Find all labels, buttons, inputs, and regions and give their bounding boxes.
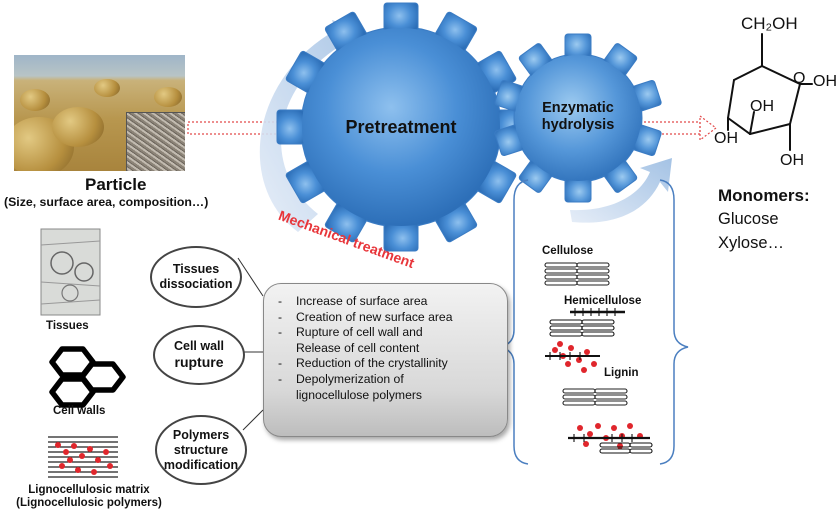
curved-arrow-right <box>570 158 672 223</box>
tissue-micrograph <box>40 228 101 316</box>
fibers-closeup-photo <box>126 112 185 171</box>
cell-wall-rupture-ellipse: Cell wall rupture <box>153 325 245 385</box>
cellulose-fibrils-2 <box>562 388 628 406</box>
tissues-label: Tissues <box>46 320 89 332</box>
ch2oh-label: CH₂OH <box>741 14 798 33</box>
enzymatic-gear <box>494 33 662 203</box>
outcome-item: lignocellulose polymers <box>296 387 422 402</box>
polymers-structure-modification-ellipse: Polymers structure modification <box>155 415 247 485</box>
ellipse-text: Polymers <box>172 427 230 442</box>
enzymatic-hydrolysis-label: Enzymatic hydrolysis <box>528 100 628 134</box>
particle-title: Particle <box>85 175 147 194</box>
ellipse-text: Cell wall <box>173 339 225 354</box>
outcome-item: Increase of surface area <box>278 294 499 310</box>
outcome-item: Depolymerization of <box>278 372 499 388</box>
monomer-glucose: Glucose <box>718 210 779 228</box>
lignin-drawing <box>545 341 600 373</box>
pretreatment-gear <box>276 2 526 252</box>
monomers-title: Monomers: <box>718 186 810 205</box>
cellulose-label: Cellulose <box>542 245 594 257</box>
outcome-item: Rupture of cell wall and <box>278 325 499 341</box>
outcomes-list: Increase of surface area Creation of new… <box>264 284 507 403</box>
lignin-label: Lignin <box>604 367 639 379</box>
outcome-item: Creation of new surface area <box>278 310 499 326</box>
hay-bales-photo <box>14 55 185 171</box>
oh-left-label: OH <box>714 130 738 147</box>
lignocellulosic-matrix <box>48 436 118 478</box>
enzymatic-line-2: hydrolysis <box>541 117 615 133</box>
right-bracket <box>659 179 689 465</box>
ellipse-text: Tissues <box>172 262 220 276</box>
ellipse-text: structure <box>173 442 229 457</box>
enzymatic-line-1: Enzymatic <box>542 100 614 116</box>
matrix-label-line-2: (Lignocellulosic polymers) <box>16 497 162 509</box>
oh-mid-label: OH <box>750 98 774 115</box>
outcomes-box: Increase of surface area Creation of new… <box>263 283 508 437</box>
monomer-xylose: Xylose… <box>718 234 785 252</box>
matrix-label: Lignocellulosic matrix (Lignocellulosic … <box>10 484 168 510</box>
glucose-structure <box>727 33 813 151</box>
ring-oxygen-label: O <box>793 70 806 87</box>
ellipse-text: modification <box>163 457 239 472</box>
hemicellulose-drawing <box>549 308 625 337</box>
cellulose-fibrils <box>544 262 610 286</box>
ellipse-text: dissociation <box>159 277 233 291</box>
lignocellulose-complex <box>568 423 653 454</box>
tissues-dissociation-ellipse: Tissues dissociation <box>150 246 242 308</box>
outcome-item: Release of cell content <box>296 340 420 355</box>
cell-walls-label: Cell walls <box>53 405 106 417</box>
oh-bottom-label: OH <box>780 152 804 169</box>
ellipse-text: rupture <box>174 354 224 371</box>
cell-walls-hexagons <box>49 346 126 408</box>
oh-right-label: OH <box>813 73 837 90</box>
matrix-label-line-1: Lignocellulosic matrix <box>28 484 150 496</box>
particle-subtitle: (Size, surface area, composition…) <box>4 195 209 209</box>
outcome-item: Reduction of the crystallinity <box>278 356 499 372</box>
hemicellulose-label: Hemicellulose <box>564 295 642 307</box>
pretreatment-label: Pretreatment <box>345 117 457 137</box>
